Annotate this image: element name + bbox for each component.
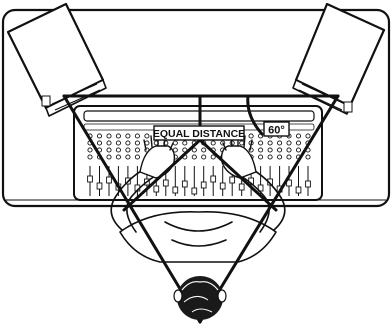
fader-cap [88, 176, 93, 182]
console-knob [116, 155, 120, 159]
fader-cap [154, 186, 159, 192]
console-knob [107, 141, 111, 145]
fader-cap [163, 180, 168, 186]
console-knob [88, 155, 92, 159]
console-knob [278, 155, 282, 159]
angle-label: 60° [264, 122, 289, 137]
console-knob [116, 141, 120, 145]
angle-text: 60° [268, 125, 285, 137]
console-knob [268, 155, 272, 159]
console-knob [259, 148, 263, 152]
equal-distance-text: EQUAL DISTANCE [153, 128, 245, 140]
fader-cap [211, 176, 216, 182]
fader-cap [230, 177, 235, 183]
console-knob [116, 134, 120, 138]
console-knob [126, 148, 130, 152]
console-knob [287, 148, 291, 152]
console-knob [126, 134, 130, 138]
console-knob [97, 141, 101, 145]
console-knob [268, 148, 272, 152]
console-knob [249, 134, 253, 138]
fader-cap [220, 183, 225, 189]
console-knob [240, 141, 244, 145]
fader-cap [182, 181, 187, 187]
listener-head-icon [174, 276, 226, 320]
console-knob [306, 134, 310, 138]
console-knob [135, 141, 139, 145]
console-knob [135, 134, 139, 138]
console-knob [116, 148, 120, 152]
console-knob [97, 134, 101, 138]
console-knob [287, 155, 291, 159]
fader-cap [97, 183, 102, 189]
fader-cap [296, 187, 301, 193]
console-knob [202, 155, 206, 159]
console-knob [183, 141, 187, 145]
console-knob [107, 148, 111, 152]
console-knob [135, 155, 139, 159]
console-knob [126, 141, 130, 145]
console-knob [211, 141, 215, 145]
console-knob [192, 155, 196, 159]
console-knob [173, 141, 177, 145]
fader-cap [107, 177, 112, 183]
console-knob [126, 155, 130, 159]
console-knob [278, 141, 282, 145]
equal-distance-label: EQUAL DISTANCE [153, 126, 245, 140]
console-knob [145, 134, 149, 138]
console-knob [88, 148, 92, 152]
console-knob [306, 155, 310, 159]
console-knob [135, 148, 139, 152]
console-knob [287, 141, 291, 145]
fader-cap [173, 187, 178, 193]
console-knob [259, 155, 263, 159]
fader-cap [192, 188, 197, 194]
console-knob [296, 134, 300, 138]
console-knob [259, 141, 263, 145]
fader-cap [306, 181, 311, 187]
console-knob [107, 155, 111, 159]
console-knob [107, 134, 111, 138]
fader-cap [239, 184, 244, 190]
console-knob [278, 148, 282, 152]
console-knob [202, 148, 206, 152]
fader-cap [201, 182, 206, 188]
console-knob [296, 148, 300, 152]
console-knob [296, 141, 300, 145]
console-knob [268, 141, 272, 145]
